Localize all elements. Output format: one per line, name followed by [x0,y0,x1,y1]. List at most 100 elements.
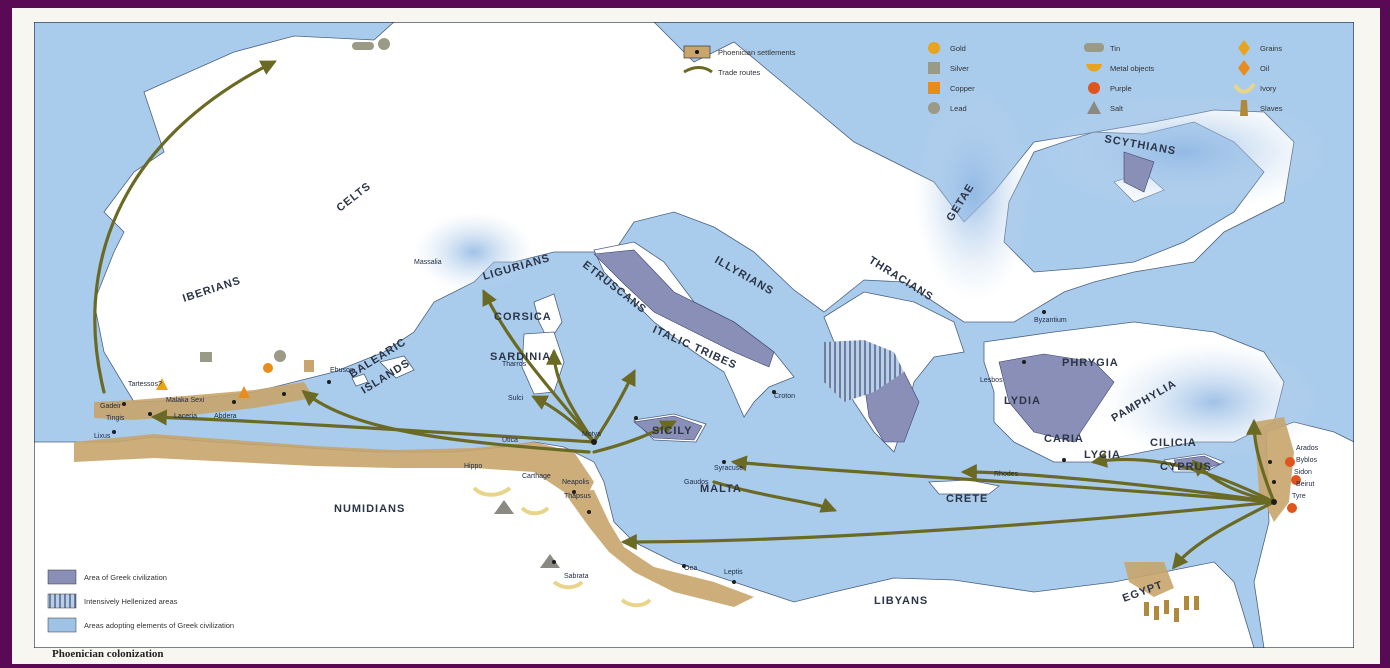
slave-figure-icon [1144,596,1199,622]
label-caria: CARIA [1044,433,1084,445]
legend-label: Silver [950,64,969,73]
legend-item-ivory: Ivory [1233,82,1277,94]
city-motya: Motya [582,431,601,438]
city-sulci: Sulci [508,395,524,402]
greek-civ-swatch [47,569,77,585]
legend-label: Oil [1260,64,1270,73]
legend-item-oil: Oil [1238,60,1270,76]
legend-item-slaves: Slaves [1240,100,1283,116]
city-ebusos: Ebusos [330,367,354,374]
legend-bottom: Area of Greek civilization Intensively H… [47,569,234,633]
label-cilicia: CILICIA [1150,437,1197,449]
city-thapsus: Thapsus [564,493,591,500]
legend-label: Grains [1260,44,1282,53]
phoenician-colonization-map: Phoenician settlements Trade routes Gold… [34,22,1354,648]
city-malaka: Malaka Sexi [166,397,205,404]
hellenized-swatch [47,593,77,609]
city-tartessos: Tartessos? [128,381,162,388]
legend-item-silver: Silver [928,62,969,74]
slave-figure-icon [1240,100,1248,116]
salt-triangle-icon [494,500,514,514]
map-caption: Phoenician colonization [52,648,164,660]
city-tharros: Tharros [502,361,527,368]
city-oea: Oea [684,565,697,572]
salt-triangle-icon [1087,101,1101,114]
city-lesbos: Lesbos [980,377,1003,384]
city-tyre: Tyre [1292,493,1306,500]
label-lycia: LYCIA [1084,449,1121,461]
legend-item-tin: Tin [1084,43,1120,53]
label-cyprus: CYPRUS [1160,461,1212,473]
purple-dot-icon [1287,503,1297,513]
trade-route-swatch [683,66,713,74]
city-massalia: Massalia [414,259,442,266]
legend-item-lead: Lead [928,102,967,114]
label-crete: CRETE [946,493,988,505]
oil-icon [1238,60,1250,76]
city-sidon: Sidon [1294,469,1312,476]
city-byzantium: Byzantium [1034,317,1067,324]
city-leptis: Leptis [724,569,743,576]
legend-hellenized: Intensively Hellenized areas [84,597,178,606]
label-malta: MALTA [700,483,742,495]
legend-item-purple: Purple [1088,82,1132,94]
label-corsica: CORSICA [494,311,552,323]
label-numidians: NUMIDIANS [334,503,405,515]
city-tingis: Tingis [106,415,125,422]
legend-item-metal-objects: Metal objects [1086,64,1154,73]
city-carthage: Carthage [522,473,551,480]
ivory-tusk-icon [620,598,652,608]
city-utica: Utica [502,437,518,444]
city-arados: Arados [1296,445,1319,452]
ivory-tusk-icon [472,486,512,497]
legend-item-gold: Gold [928,42,966,54]
label-sardinia: SARDINIA [490,351,551,363]
label-phrygia: PHRYGIA [1062,357,1119,369]
city-gadeir: Gadeir [100,403,122,410]
ivory-tusk-icon [1233,82,1256,94]
phoenician-settlements [112,310,1277,584]
city-labels: Gadeir Tingis Lixus Tartessos? Malaka Se… [94,259,1319,580]
oil-icon [238,386,250,398]
legend-label: Lead [950,104,967,113]
gold-dot-icon [263,363,273,373]
ivory-tusk-icon [552,580,584,590]
city-sabrata: Sabrata [564,573,589,580]
tin-ingot-icon [352,42,374,50]
silver-square-icon [200,352,212,362]
legend-label: Tin [1110,44,1120,53]
gold-dot-icon [928,42,940,54]
tin-ingot-icon [1084,43,1104,52]
legend-label: Ivory [1260,84,1277,93]
legend-greek-civ: Area of Greek civilization [84,573,167,582]
city-croton: Croton [774,393,795,400]
label-libyans: LIBYANS [874,595,928,607]
legend-routes: Trade routes [718,68,760,77]
label-lydia: LYDIA [1004,395,1041,407]
map-resource-icons [156,38,1301,622]
city-abdera: Abdera [214,413,237,420]
map-frame: Phoenician settlements Trade routes Gold… [12,8,1380,664]
legend-label: Metal objects [1110,64,1154,73]
city-hippo: Hippo [464,463,482,470]
phoenician-coastal-zones [74,382,1294,607]
grains-icon [1238,40,1250,56]
lead-dot-icon [928,102,940,114]
legend-label: Gold [950,44,966,53]
legend-top: Phoenician settlements Trade routes Gold… [683,40,1283,116]
legend-item-salt: Salt [1087,101,1124,114]
purple-dot-icon [1088,82,1100,94]
legend-label: Copper [950,84,975,93]
metal-objects-icon [1086,64,1102,72]
copper-square-icon [928,82,940,94]
trade-routes [93,60,1276,570]
legend-label: Salt [1110,104,1124,113]
greek-influence-areas [414,82,1334,462]
label-sicily: SICILY [652,425,692,437]
legend-item-copper: Copper [928,82,975,94]
hellenized-area [824,340,904,402]
greek-adopting-swatch [47,617,77,633]
lead-dot-icon [378,38,390,50]
city-byblos: Byblos [1296,457,1318,464]
